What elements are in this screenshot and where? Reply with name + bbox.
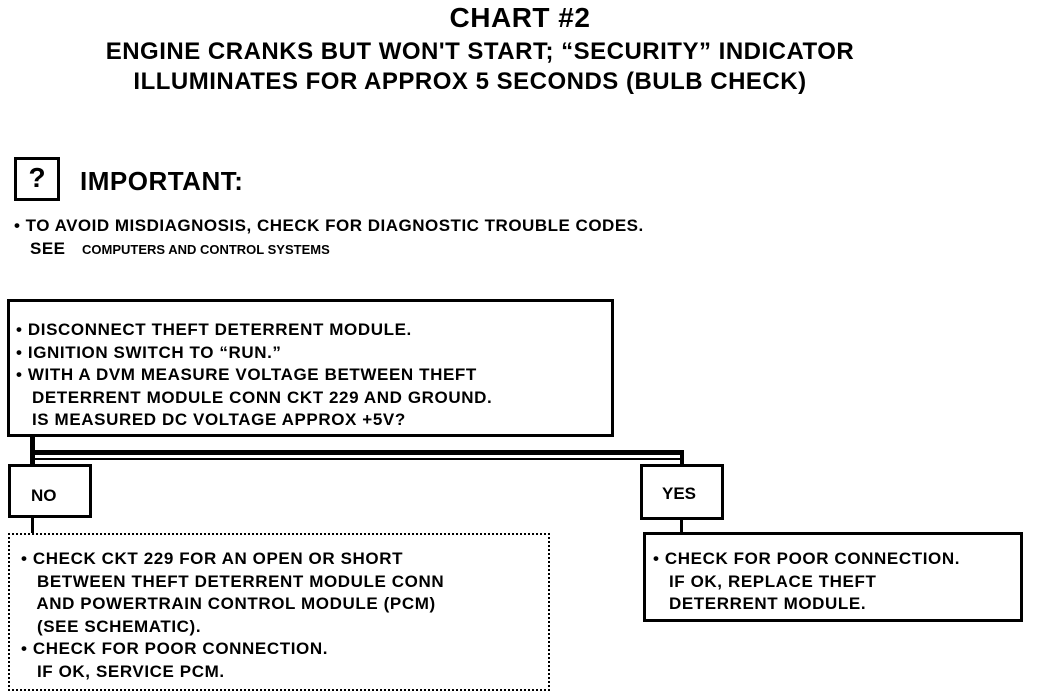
yes-branch-label: YES (662, 484, 697, 503)
question-box: • DISCONNECT THEFT DETERRENT MODULE. • I… (7, 299, 614, 437)
no-result-connector-line (31, 518, 34, 533)
yes-branch-box: YES (640, 464, 724, 520)
chart-subtitle-line-2: ILLUMINATES FOR APPROX 5 SECONDS (BULB C… (133, 68, 807, 95)
no-result-text: • CHECK CKT 229 FOR AN OPEN OR SHORT BET… (21, 548, 444, 683)
no-result-box: • CHECK CKT 229 FOR AN OPEN OR SHORT BET… (8, 533, 550, 691)
no-result-line: AND POWERTRAIN CONTROL MODULE (PCM) (21, 594, 436, 613)
important-note-line: • TO AVOID MISDIAGNOSIS, CHECK FOR DIAGN… (14, 216, 644, 235)
chart-subtitle-line-1: ENGINE CRANKS BUT WON'T START; “SECURITY… (105, 38, 855, 65)
yes-branch-drop-line (680, 450, 684, 464)
important-note-reference: COMPUTERS AND CONTROL SYSTEMS (82, 242, 330, 257)
important-icon: ? (14, 157, 60, 201)
no-result-line: • CHECK CKT 229 FOR AN OPEN OR SHORT (21, 549, 404, 568)
no-branch-label: NO (31, 486, 57, 505)
chart-title: CHART #2 (449, 2, 591, 33)
question-line: • DISCONNECT THEFT DETERRENT MODULE. (16, 320, 412, 339)
yes-result-line: • CHECK FOR POOR CONNECTION. (653, 549, 961, 568)
yes-result-connector-line (680, 520, 683, 532)
yes-result-line: DETERRENT MODULE. (653, 594, 867, 613)
no-result-line: IF OK, SERVICE PCM. (21, 661, 225, 681)
no-result-line: • CHECK FOR POOR CONNECTION. (21, 639, 329, 658)
question-line: DETERRENT MODULE CONN CKT 229 AND GROUND… (16, 387, 493, 407)
important-note-see: SEE (30, 239, 66, 258)
branch-horizontal-line (30, 450, 684, 455)
yes-result-line: IF OK, REPLACE THEFT (653, 571, 877, 591)
no-result-line: (SEE SCHEMATIC). (21, 616, 202, 636)
yes-result-text: • CHECK FOR POOR CONNECTION. IF OK, REPL… (653, 548, 960, 616)
yes-result-box: • CHECK FOR POOR CONNECTION. IF OK, REPL… (643, 532, 1023, 622)
no-result-line: BETWEEN THEFT DETERRENT MODULE CONN (21, 571, 445, 591)
no-branch-box: NO (8, 464, 92, 518)
important-label: IMPORTANT: (80, 166, 244, 196)
branch-horizontal-line-lower (30, 458, 684, 460)
question-line: IS MEASURED DC VOLTAGE APPROX +5V? (16, 410, 406, 429)
question-line: • IGNITION SWITCH TO “RUN.” (16, 342, 282, 362)
question-line: • WITH A DVM MEASURE VOLTAGE BETWEEN THE… (16, 365, 477, 384)
question-text: • DISCONNECT THEFT DETERRENT MODULE. • I… (16, 319, 492, 432)
